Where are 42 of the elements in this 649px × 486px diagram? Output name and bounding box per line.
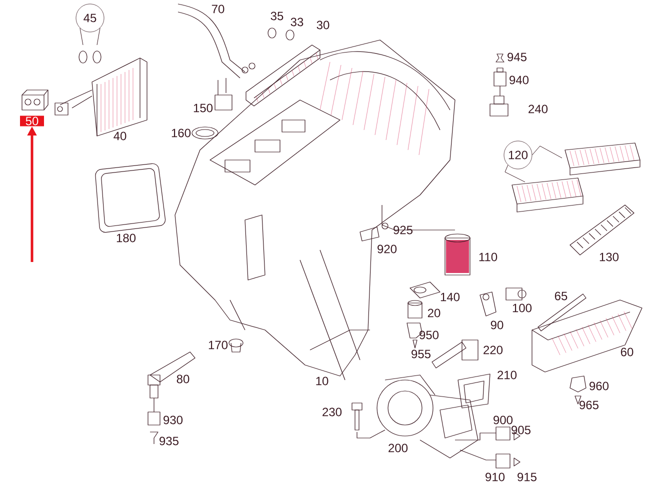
callout-number: 940 <box>510 76 529 84</box>
callout-number: 925 <box>394 226 412 234</box>
callout-number: 935 <box>160 436 178 446</box>
leader-line <box>96 28 100 46</box>
callout-number: 150 <box>194 104 213 112</box>
callout-number: 920 <box>378 244 397 254</box>
callout-number: 915 <box>518 472 536 482</box>
callout-number: 100 <box>512 304 532 312</box>
callout-number: 65 <box>554 292 568 300</box>
leader-line <box>80 28 84 46</box>
callout-number: 90 <box>490 320 504 330</box>
leader-line <box>532 146 562 158</box>
callout-number: 140 <box>440 292 460 302</box>
callout-number: 910 <box>486 472 505 482</box>
callout-number: 240 <box>528 104 548 114</box>
callout-number: 80 <box>176 374 190 384</box>
callout-number: 945 <box>508 52 526 62</box>
callout-number: 30 <box>316 20 330 30</box>
callout-number: 160 <box>172 128 191 138</box>
callout-number: 210 <box>498 370 517 380</box>
callout-number: 955 <box>412 350 430 358</box>
callout-number: 900 <box>494 416 513 424</box>
callout-number: 60 <box>620 348 634 356</box>
leader-line <box>504 164 526 182</box>
callout-number: 70 <box>212 4 224 14</box>
callout-number: 33 <box>290 18 304 26</box>
callout-number: 950 <box>420 330 439 340</box>
callout-number: 170 <box>208 340 228 350</box>
callout-number: 220 <box>484 346 503 354</box>
callout-number: 130 <box>600 252 619 262</box>
callout-number: 200 <box>388 444 408 452</box>
callout-number: 960 <box>590 382 609 390</box>
callout-number: 230 <box>322 408 342 416</box>
callout-number: 965 <box>580 400 598 410</box>
callout-number: 905 <box>512 426 530 434</box>
callout-number: 35 <box>270 12 284 20</box>
callout-number: 180 <box>116 234 136 242</box>
callout-number: 10 <box>316 376 328 386</box>
callout-number: 40 <box>114 132 126 140</box>
callout-number: 20 <box>428 308 440 318</box>
callout-number: 110 <box>479 252 498 262</box>
callout-number: 930 <box>164 416 183 424</box>
